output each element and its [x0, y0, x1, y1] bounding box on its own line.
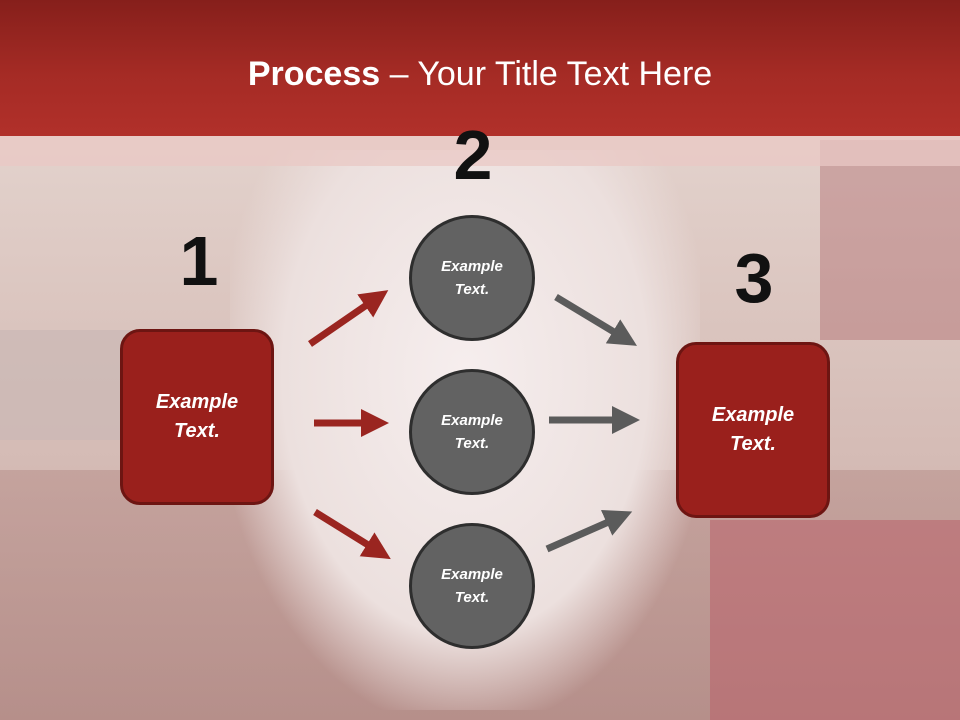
title-strip: [0, 136, 960, 166]
right-box-line2: Text.: [730, 433, 776, 455]
arrow-top-to-right: [554, 294, 637, 346]
title-band: [0, 0, 960, 136]
circle-middle-line1: Example: [441, 412, 503, 429]
circle-top-text: Example Text.: [441, 255, 503, 301]
background-cabinet-upper: [820, 140, 960, 340]
arrow-bottom-to-right: [545, 509, 633, 553]
circle-top-line2: Text.: [454, 281, 490, 298]
circle-bottom-line2: Text.: [454, 589, 490, 606]
right-process-box[interactable]: Example Text.: [676, 342, 830, 518]
left-process-box[interactable]: Example Text.: [120, 329, 274, 505]
arrow-left-to-bottom: [313, 509, 391, 560]
circle-bottom-text: Example Text.: [441, 563, 503, 609]
title-bold: Process: [247, 55, 381, 93]
circle-bottom[interactable]: Example Text.: [409, 523, 535, 649]
step-number-2: 2: [453, 116, 493, 194]
title-rest: – Your Title Text Here: [380, 55, 713, 93]
right-box-line1: Example: [711, 404, 795, 426]
arrow-left-to-top: [308, 290, 389, 347]
left-box-text: Example Text.: [156, 388, 238, 446]
circle-middle-text: Example Text.: [441, 409, 503, 455]
step-number-1: 1: [179, 222, 219, 300]
circle-bottom-line1: Example: [441, 566, 503, 583]
left-box-line2: Text.: [174, 420, 220, 442]
circle-middle[interactable]: Example Text.: [409, 369, 535, 495]
circle-top-line1: Example: [441, 258, 503, 275]
step-number-3: 3: [734, 239, 774, 317]
circle-middle-line2: Text.: [454, 435, 490, 452]
circle-top[interactable]: Example Text.: [409, 215, 535, 341]
slide-title[interactable]: Process – Your Title Text Here: [0, 52, 960, 96]
right-box-text: Example Text.: [712, 401, 794, 459]
left-box-line1: Example: [155, 391, 239, 413]
background-cabinet-lower: [710, 520, 960, 720]
